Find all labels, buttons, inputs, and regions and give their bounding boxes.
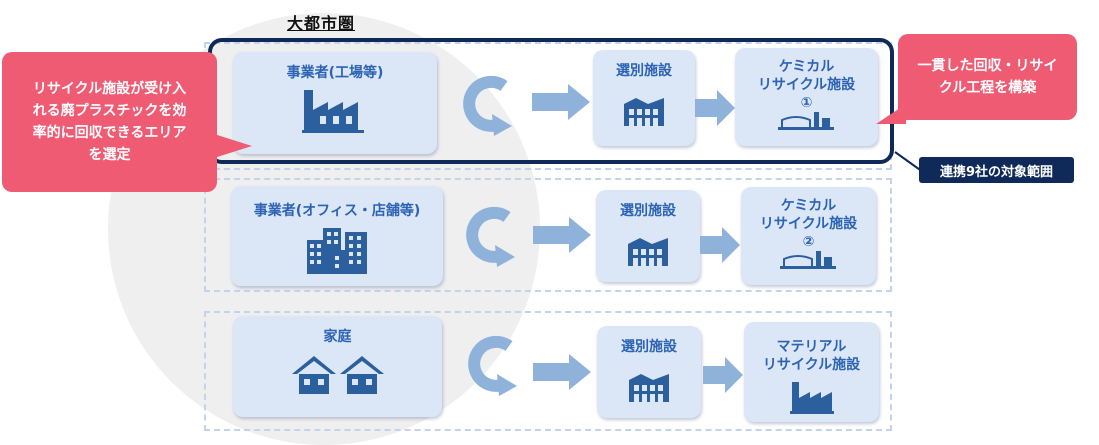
source-label: 事業者(オフィス・店舗等) — [253, 203, 421, 219]
flow-arrow-icon — [695, 90, 735, 126]
source-label: 家庭 — [323, 329, 352, 345]
sorting-box: 選別施設 — [596, 190, 700, 282]
recycle-label: ケミカル リサイクル施設 ① — [757, 59, 856, 111]
recycle-box-chemical-1: ケミカル リサイクル施設 ① — [735, 48, 878, 146]
scope-label: 連携9社の対象範囲 — [919, 157, 1074, 183]
row-2-frame — [204, 178, 892, 292]
collection-cycle-icon — [463, 75, 512, 136]
chemical-plant-icon — [777, 112, 834, 130]
recycle-label: マテリアル リサイクル施設 — [762, 339, 861, 373]
recycle-box-material: マテリアル リサイクル施設 — [744, 322, 879, 422]
office-buildings-icon — [307, 228, 367, 274]
sorting-facility-icon — [624, 98, 664, 126]
source-box-household: 家庭 — [233, 316, 442, 417]
metro-area-label: 大都市圏 — [287, 14, 356, 33]
recycle-label: ケミカル リサイクル施設 ② — [759, 198, 858, 250]
source-box-office: 事業者(オフィス・店舗等) — [231, 186, 443, 286]
scope-connector — [894, 151, 924, 173]
sorting-label: 選別施設 — [616, 63, 672, 79]
flow-arrow-icon — [532, 84, 590, 120]
row-3-frame — [204, 311, 892, 431]
flow-arrow-icon — [703, 357, 743, 393]
left-callout-pointer — [214, 134, 252, 158]
source-label: 事業者(工場等) — [286, 65, 384, 81]
source-box-factory: 事業者(工場等) — [233, 52, 437, 154]
collection-cycle-icon — [468, 335, 517, 396]
factory-icon — [302, 90, 364, 133]
material-plant-icon — [789, 382, 834, 414]
recycle-box-chemical-2: ケミカル リサイクル施設 ② — [741, 187, 876, 285]
sorting-box: 選別施設 — [593, 50, 695, 146]
sorting-box: 選別施設 — [597, 326, 701, 418]
flow-arrow-icon — [533, 354, 591, 390]
flow-arrow-icon — [533, 217, 591, 253]
flow-arrow-icon — [700, 227, 740, 263]
sorting-facility-icon — [628, 238, 668, 266]
collection-cycle-icon — [466, 206, 515, 267]
houses-icon — [291, 356, 384, 394]
left-callout: リサイクル施設が受け入 れる廃プラスチックを効 率的に回収できるエリア を選定 — [2, 52, 217, 192]
chemical-plant-icon — [779, 251, 836, 269]
sorting-label: 選別施設 — [620, 203, 676, 219]
right-callout: 一貫した回収・リサイ クル工程を構築 — [898, 34, 1077, 120]
sorting-facility-icon — [629, 374, 669, 402]
sorting-label: 選別施設 — [621, 339, 677, 355]
